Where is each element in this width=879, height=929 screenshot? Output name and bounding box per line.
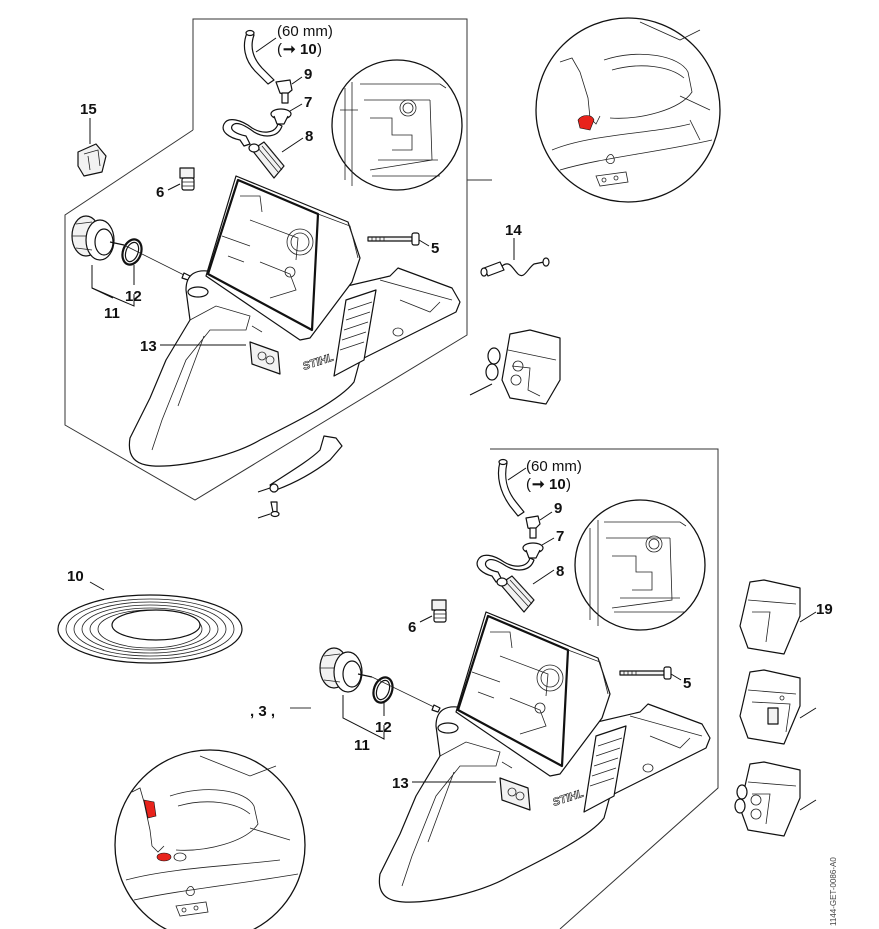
upper-frame — [64, 18, 468, 501]
lower-detail-circle — [574, 499, 706, 631]
side-cover-plain — [739, 579, 801, 655]
upper-hose-ref: 10 — [300, 41, 317, 58]
group-label-3: , 3 , — [250, 703, 275, 720]
side-cover-with-knobs — [734, 761, 801, 837]
detail-circle-top-right — [535, 17, 721, 203]
lower-hose-ref-close: ) — [566, 476, 571, 493]
lower-fuel-hose — [497, 458, 525, 517]
label-7-upper: 7 — [304, 94, 312, 111]
part-15-clip — [77, 143, 107, 177]
label-5-lower: 5 — [683, 675, 691, 692]
label-10: 10 — [67, 568, 84, 585]
arrow-right-icon: ➞ — [532, 476, 545, 493]
chain-catcher-bracket — [269, 435, 343, 518]
lower-main-housing: STIHL — [378, 611, 711, 903]
upper-hose-ref-open: ( — [277, 41, 282, 58]
lower-assembly: , 3 , (60 mm) ( ➞ 10 ) 9 7 — [250, 448, 719, 929]
lower-part-12-o-ring — [371, 676, 441, 713]
upper-hose-note: (60 mm) — [277, 23, 333, 40]
part-11-tank-cap — [71, 215, 125, 261]
label-5-upper: 5 — [431, 240, 439, 257]
label-8-lower: 8 — [556, 563, 564, 580]
red-highlight-icon — [577, 115, 595, 131]
label-9-upper: 9 — [304, 66, 312, 83]
label-15: 15 — [80, 101, 97, 118]
lower-part-8-fuel-filter — [476, 554, 535, 613]
label-12-lower: 12 — [375, 719, 392, 736]
part-6-plug — [179, 167, 195, 191]
lower-part-9-fitting — [525, 515, 541, 539]
label-6-lower: 6 — [408, 619, 416, 636]
label-12-upper: 12 — [125, 288, 142, 305]
label-9-lower: 9 — [554, 500, 562, 517]
part-10-coil — [57, 594, 243, 664]
side-cover-with-switch — [739, 669, 801, 745]
label-14: 14 — [505, 222, 522, 239]
fuel-hose — [243, 29, 275, 85]
label-13-lower: 13 — [392, 775, 409, 792]
label-6-upper: 6 — [156, 184, 164, 201]
lower-hose-ref-open: ( — [526, 476, 531, 493]
part-19-side-covers: 19 — [734, 579, 833, 837]
lower-part-6-plug — [431, 599, 447, 623]
upper-assembly: (60 mm) ( ➞ 10 ) 9 7 8 — [64, 18, 492, 519]
part-9-fitting — [275, 79, 293, 104]
upper-main-housing: STIHL — [128, 175, 461, 467]
lower-part-7-valve — [522, 542, 544, 559]
lower-frame — [490, 448, 719, 929]
label-8-upper: 8 — [305, 128, 313, 145]
label-11-lower: 11 — [354, 737, 370, 754]
drawing-code: 1144-GET-0086-A0 — [829, 857, 838, 926]
side-cover-upper — [485, 329, 561, 405]
lower-hose-note: (60 mm) — [526, 458, 582, 475]
part-5-bolt — [367, 232, 420, 246]
part-14-hose — [480, 257, 550, 277]
red-highlight-dot-icon — [156, 852, 172, 862]
upper-detail-circle — [331, 59, 463, 191]
upper-hose-ref-close: ) — [317, 41, 322, 58]
part-7-valve — [270, 108, 292, 125]
label-11-upper: 11 — [104, 305, 120, 322]
label-19: 19 — [816, 601, 833, 618]
label-7-lower: 7 — [556, 528, 564, 545]
detail-circle-bottom-left — [114, 749, 306, 929]
arrow-right-icon: ➞ — [283, 41, 296, 58]
lower-part-11-tank-cap — [319, 647, 373, 693]
part-12-o-ring — [121, 238, 191, 281]
lower-part-5-bolt — [619, 666, 672, 680]
part-8-fuel-filter — [222, 119, 285, 179]
red-highlight-strip-icon — [143, 799, 157, 819]
lower-hose-ref: 10 — [549, 476, 566, 493]
label-13-upper: 13 — [140, 338, 157, 355]
